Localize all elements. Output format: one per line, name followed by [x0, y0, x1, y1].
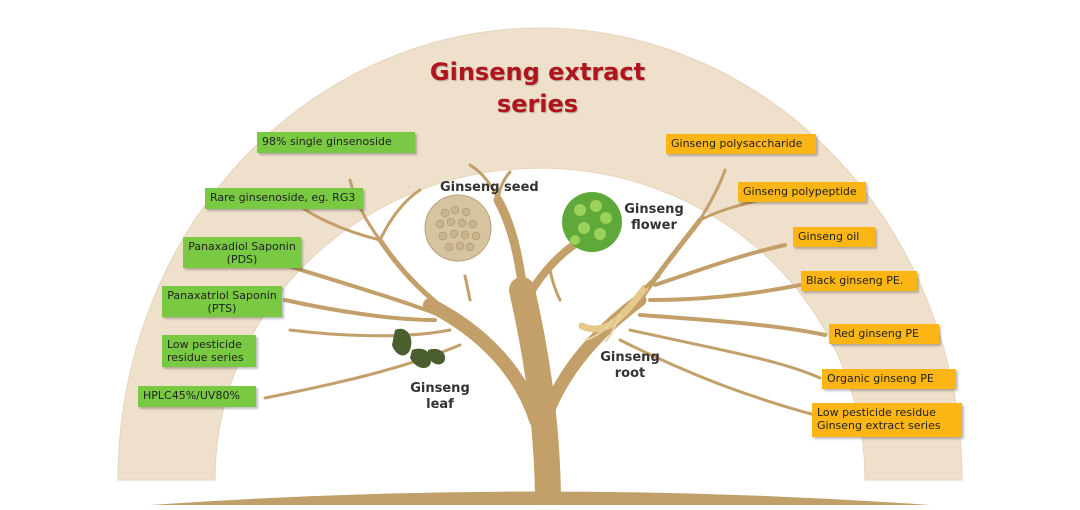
- right-tag-red-ginseng: Red ginseng PE: [829, 324, 939, 344]
- flower-image: [562, 192, 622, 252]
- flower-label-line-2: flower: [631, 218, 677, 233]
- diagram-title: Ginseng extract series: [400, 56, 675, 120]
- right-tag-low-pesticide-extract: Low pesticide residue Ginseng extract se…: [812, 403, 962, 437]
- left-tag-pds: Panaxadiol Saponin (PDS): [183, 237, 301, 268]
- flower-label-line-1: Ginseng: [624, 202, 684, 217]
- left-tag-low-pesticide: Low pesticide residue series: [162, 335, 256, 367]
- right-tag-polypeptide: Ginseng polypeptide: [738, 182, 866, 202]
- title-line-2: series: [496, 90, 579, 118]
- left-tag-pts: Panaxatriol Saponin (PTS): [162, 286, 282, 317]
- label-ginseng-leaf: Ginseng leaf: [410, 381, 470, 413]
- label-ginseng-seed: Ginseng seed: [440, 180, 539, 195]
- left-tag-rare-ginsenoside: Rare ginsenoside, eg. RG3: [205, 188, 363, 209]
- leaf-image: [392, 328, 446, 369]
- root-image: [578, 274, 661, 343]
- right-tag-organic-ginseng: Organic ginseng PE: [822, 369, 956, 389]
- right-tag-polysaccharide: Ginseng polysaccharide: [666, 134, 816, 154]
- label-ginseng-flower: Ginseng flower: [624, 202, 684, 234]
- seed-image: [424, 194, 492, 262]
- root-label-line-2: root: [614, 366, 646, 381]
- leaf-label-line-1: Ginseng: [410, 381, 470, 396]
- label-ginseng-root: Ginseng root: [600, 350, 660, 382]
- left-tag-hplc: HPLC45%/UV80%: [138, 386, 256, 407]
- root-label-line-1: Ginseng: [600, 350, 660, 365]
- right-tag-oil: Ginseng oil: [793, 227, 875, 247]
- left-tag-single-ginsenoside: 98% single ginsenoside: [257, 132, 415, 153]
- title-line-1: Ginseng extract: [429, 58, 646, 86]
- leaf-label-line-2: leaf: [426, 397, 454, 412]
- right-tag-black-ginseng: Black ginseng PE.: [801, 271, 917, 291]
